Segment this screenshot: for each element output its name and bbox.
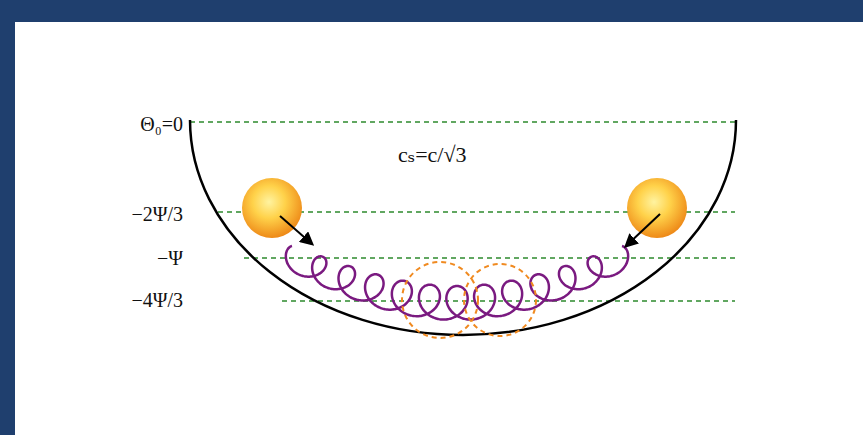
ball (627, 178, 687, 238)
well-curve (190, 120, 736, 335)
baseline-label: Θ₀=0 (140, 114, 183, 134)
oscillation-spiral (286, 246, 628, 320)
level-label: −Ψ (157, 248, 183, 268)
ball (242, 178, 302, 238)
level-label: −4Ψ/3 (131, 290, 183, 310)
compression-circle (464, 264, 536, 336)
compression-circle (402, 262, 478, 338)
sound-speed-label: cₛ=c/√3 (398, 144, 467, 166)
ground (15, 22, 863, 435)
fall-arrow (626, 214, 660, 246)
fall-arrow (280, 216, 312, 244)
level-label: −2Ψ/3 (131, 204, 183, 224)
